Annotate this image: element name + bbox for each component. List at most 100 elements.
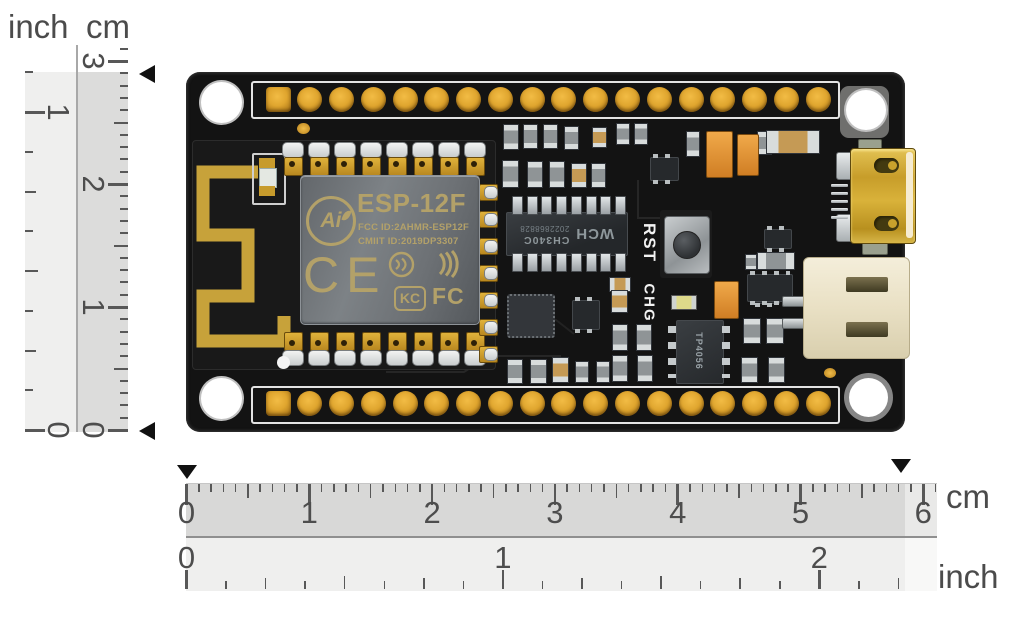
inch-tick [699, 581, 702, 589]
vertical-cm-label: cm [86, 8, 130, 45]
cm-tick [738, 484, 740, 498]
inch-number: 2 [810, 540, 828, 575]
header-pad [646, 390, 672, 416]
cm-tick [120, 84, 128, 87]
header-pad [392, 86, 418, 112]
left-edge-marker-icon [177, 465, 197, 479]
inch-tick [462, 581, 465, 589]
module-pad-hole [341, 161, 347, 167]
horizontal-cm-label: cm [946, 478, 990, 515]
header-pad [583, 86, 609, 112]
cm-number: 0 [177, 495, 196, 530]
smd-passive [757, 252, 795, 270]
module-solder-pad [360, 142, 382, 158]
mounting-hole [846, 90, 886, 130]
module-solder-pad [484, 321, 498, 334]
usb-pin [831, 208, 848, 211]
cm-number: 6 [914, 495, 932, 530]
cm-tick [120, 281, 128, 284]
chip-pin [614, 196, 626, 215]
cm-number: 1 [300, 495, 318, 530]
cm-tick [271, 484, 274, 492]
vertical-ruler-divider [76, 45, 78, 432]
inch-tick [423, 578, 425, 589]
module-solder-pad [484, 267, 498, 280]
module-solder-pad [484, 294, 498, 307]
cm-tick [652, 484, 654, 492]
jst-slot [846, 277, 888, 292]
header-pad [646, 86, 672, 112]
reset-button-cap [673, 231, 701, 259]
chip-serial: 2022868828 [519, 224, 570, 233]
header-pad [392, 390, 418, 416]
gold-via [824, 368, 836, 378]
cm-tick [419, 484, 421, 492]
header-pad [519, 390, 545, 416]
cm-tick [120, 219, 128, 222]
module-pad-hole [471, 161, 477, 167]
inch-tick [897, 578, 900, 589]
chip-pin [600, 196, 612, 215]
inch-band [186, 538, 937, 591]
header-pad [424, 390, 450, 416]
mounting-hole [849, 378, 888, 417]
tantalum-capacitor [706, 131, 733, 178]
cm-tick [701, 484, 703, 492]
cm-tick [108, 59, 128, 63]
silkscreen-dot [277, 356, 290, 369]
cm-tick [259, 484, 261, 492]
module-pad-hole [393, 340, 399, 346]
chip-pin [600, 253, 612, 272]
right-edge-marker-icon [891, 459, 911, 473]
chip-pin [556, 253, 568, 272]
cm-tick [505, 484, 507, 492]
cm-tick [468, 484, 470, 492]
sot23-transistor [650, 154, 679, 184]
smd-passive [768, 357, 785, 383]
smd-passive [745, 254, 757, 270]
header-pad [742, 390, 768, 416]
cm-number: 0 [76, 421, 111, 439]
cm-tick [775, 484, 777, 492]
cm-tick [787, 484, 789, 492]
module-name: ESP-12F [357, 188, 466, 218]
smd-passive [527, 161, 543, 188]
smd-passive [686, 131, 700, 157]
cm-tick [541, 484, 544, 492]
header-pad [265, 390, 291, 416]
cm-number: 5 [791, 495, 810, 530]
module-solder-pad [386, 350, 408, 366]
cm-tick [553, 484, 557, 505]
smd-passive [575, 361, 589, 383]
cm-number: 2 [423, 495, 441, 530]
tp4056-pins [722, 326, 730, 378]
cm-tick [120, 379, 128, 382]
inch-number: 1 [41, 103, 76, 121]
cm-tick [726, 484, 728, 492]
cm-tick [283, 484, 286, 492]
inch-tick [343, 576, 346, 589]
smd-passive [596, 361, 610, 383]
header-pad [710, 86, 736, 112]
chip-pin [541, 253, 553, 272]
ai-thinker-logo-icon: Ai [306, 196, 356, 246]
module-solder-pad [464, 142, 486, 158]
cm-tick [120, 293, 128, 296]
cm-tick [566, 484, 568, 492]
cm-tick [320, 484, 323, 492]
chip-pin [512, 253, 523, 272]
header-pad [805, 86, 831, 112]
usb-edge-highlight [906, 152, 913, 238]
smd-passive [552, 357, 569, 383]
cm-tick [120, 392, 128, 395]
header-pad [551, 390, 577, 416]
chip-pin [541, 196, 553, 215]
smd-passive [507, 359, 523, 384]
top-edge-marker-icon [139, 65, 155, 83]
wifi-led-frame [252, 153, 286, 205]
inch-tick [501, 570, 505, 589]
smd-passive [523, 124, 538, 149]
module-pad-hole [289, 340, 295, 346]
smd-passive [549, 161, 565, 188]
inch-tick [264, 578, 267, 589]
